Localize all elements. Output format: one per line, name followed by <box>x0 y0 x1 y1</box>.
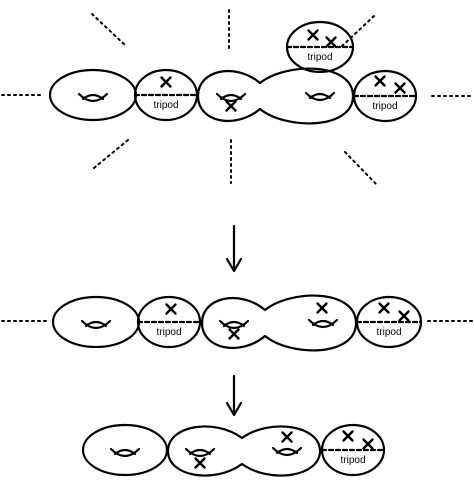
tripod-sphere-detached: tripod <box>285 20 355 74</box>
cross-mark-icon <box>225 100 237 112</box>
cross-mark-icon <box>362 438 374 450</box>
tripod-label: tripod <box>340 455 365 466</box>
row-1: tripod tripod tripod <box>1 9 473 186</box>
row-2: tripod tripod <box>1 294 473 352</box>
row-3: tripod <box>81 423 386 477</box>
down-arrow-icon <box>225 374 243 417</box>
cross-mark-icon <box>194 457 206 469</box>
tripod-sphere: tripod <box>133 68 199 122</box>
cross-mark-icon <box>374 75 386 87</box>
tripod-sphere: tripod <box>320 423 386 477</box>
genus-two-surface <box>166 425 322 477</box>
cross-mark-icon <box>165 303 177 315</box>
cross-mark-icon <box>160 76 172 88</box>
tripod-label: tripod <box>156 327 181 338</box>
cross-mark-icon <box>316 302 328 314</box>
cross-mark-icon <box>325 36 337 48</box>
tripod-sphere: tripod <box>136 295 202 349</box>
tripod-label: tripod <box>153 100 178 111</box>
cross-mark-icon <box>307 29 319 41</box>
cross-mark-icon <box>342 430 354 442</box>
tripod-label: tripod <box>376 327 401 338</box>
genus-two-surface <box>196 67 355 125</box>
cross-mark-icon <box>398 310 410 322</box>
genus-two-surface <box>200 294 358 352</box>
cross-mark-icon <box>378 302 390 314</box>
tripod-sphere: tripod <box>352 69 418 123</box>
cross-mark-icon <box>228 328 240 340</box>
tripod-label: tripod <box>372 101 397 112</box>
cross-mark-icon <box>394 82 406 94</box>
radiating-rays <box>1 9 473 186</box>
cross-mark-icon <box>281 431 293 443</box>
tripod-label: tripod <box>307 52 332 63</box>
tripod-sphere: tripod <box>355 295 423 349</box>
down-arrow-icon <box>225 224 243 273</box>
